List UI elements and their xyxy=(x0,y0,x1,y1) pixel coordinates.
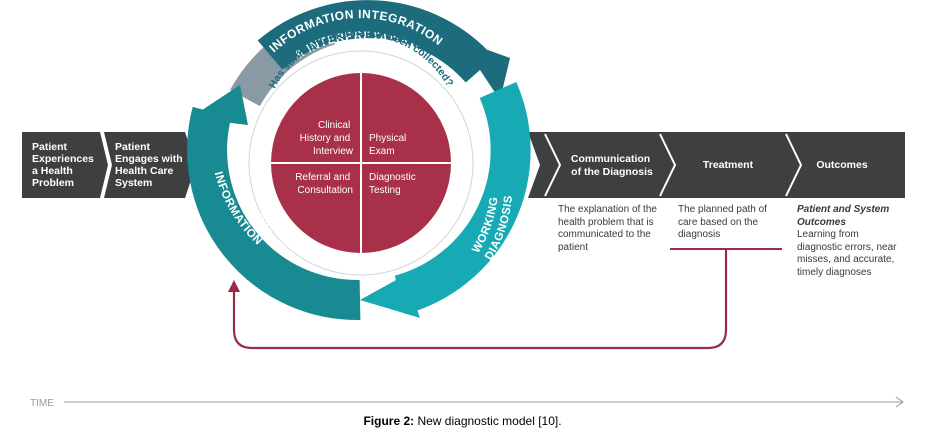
quadrant-testing-label: Diagnostic Testing xyxy=(369,172,418,196)
step-outcomes-label: Outcomes xyxy=(816,159,868,171)
arc-gathering xyxy=(187,106,361,321)
caption-prefix: Figure 2: xyxy=(363,414,415,428)
stage-patient-engages xyxy=(104,132,196,198)
stage-patient-experiences xyxy=(22,132,108,198)
feedback-loop xyxy=(228,248,782,350)
quadrant-history-label: Clinical History and Interview xyxy=(300,120,354,157)
stage-2-label: Patient Engages with Health Care System xyxy=(115,141,186,189)
arc-working-arrowhead xyxy=(360,275,420,318)
outcomes-description-title: Patient and System Outcomes xyxy=(797,204,890,228)
feedback-arrowhead xyxy=(228,280,240,292)
arc-gathering-arrowhead xyxy=(190,85,248,125)
stage-1-label: Patient Experiences a Health Problem xyxy=(32,141,97,189)
treatment-description: The planned path of care based on the di… xyxy=(678,204,767,240)
quadrant-exam-label: Physical Exam xyxy=(369,133,409,157)
arc-integration-arrowhead xyxy=(460,40,510,100)
time-label: TIME xyxy=(30,398,54,409)
time-arrowhead xyxy=(895,396,904,408)
quadrant-referral-label: Referral and Consultation xyxy=(295,172,353,196)
outcomes-bar xyxy=(528,132,905,198)
step-treatment-label: Treatment xyxy=(703,159,754,171)
arc-integration xyxy=(257,0,495,83)
caption-text: New diagnostic model [10]. xyxy=(417,414,562,428)
figure-caption: Figure 2: New diagnostic model [10]. xyxy=(0,414,925,428)
quadrant-circle xyxy=(271,73,451,253)
cycle-ring xyxy=(187,0,531,321)
outcomes-description-body: Learning from diagnostic errors, near mi… xyxy=(797,229,897,278)
communication-description: The explanation of the health problem th… xyxy=(558,204,657,253)
arc-working-diagnosis xyxy=(394,81,531,315)
step-communication-label: Communication of the Diagnosis xyxy=(571,153,653,178)
outcomes-description: Patient and System Outcomes Learning fro… xyxy=(797,204,897,279)
